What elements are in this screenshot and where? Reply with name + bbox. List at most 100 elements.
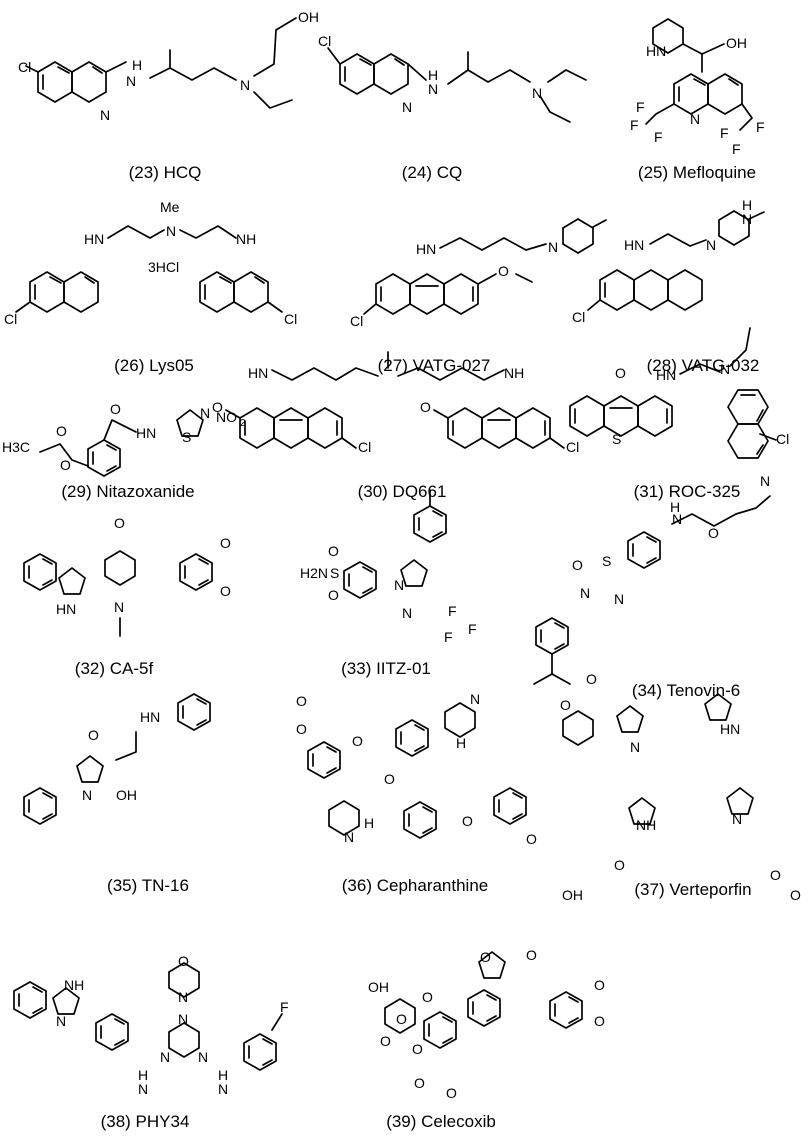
structure-32-ca-5f: HN O N O O [23,515,231,637]
amine-label: HN [248,365,268,381]
fluorine-label: F [444,629,453,645]
methoxy-o-label: O [220,583,231,599]
structure-33-iitz-01: H2N S O O N N F F F [300,489,477,645]
fluorine-label: F [468,621,477,637]
structure-38-phy34: NH N N N N O N H N H N F [13,953,289,1097]
amine-n-label: N [126,73,136,89]
amine-n-label: N [742,211,752,227]
caption-39: (39) Celecoxib [386,1112,496,1131]
triazine-n-label: N [160,1049,170,1065]
caption-24: (24) CQ [401,163,463,182]
fluorine-label: F [636,99,645,115]
triazine-n-label: N [178,1011,188,1027]
nitro-subscript: 2 [240,418,246,429]
triazine-n-label: N [198,1049,208,1065]
porphyrin-nh-label: HN [720,721,740,737]
amine-h-label: H [428,67,438,83]
caption-29: (29) Nitazoxanide [61,482,195,501]
structure-37-verteporfin: N HN N NH O O O OH O O [560,671,801,903]
ether-o-label: O [384,771,395,787]
sulfonamide-nh2-label: H2N [300,565,328,581]
nitrogen-label: N [100,107,110,123]
piperidinone-n-label: N [114,599,124,615]
amine-h-label: H [218,1067,228,1083]
fluorine-label: F [720,125,729,141]
structure-31-roc-325: O S HN N H N Cl [569,197,789,459]
methoxy-o-label: O [352,733,363,749]
lactone-o-label: O [480,949,491,965]
structure-30-dq661: HN NH O O Cl Cl [212,351,579,455]
structure-28-vatg-032: HN N Cl [572,210,765,325]
caption-38: (38) PHY34 [100,1112,190,1131]
caption-31: (31) ROC-325 [633,482,741,501]
chlorine-label: Cl [350,313,363,329]
fluorine-label: F [654,129,663,145]
methoxy-o-label: O [498,263,509,279]
caption-34: (34) Tenovin-6 [631,681,741,700]
porphyrin-n-label: N [732,811,742,827]
structure-35-tn-16: O N OH HN [23,693,211,825]
methylamine-n-label: N [720,361,730,377]
amide-h-label: H [670,499,680,515]
ketone-o-label: O [615,365,626,381]
amine-h-label: H [132,57,142,73]
fluorine-label: F [732,141,741,157]
indole-nh-label: HN [56,601,76,617]
fluorine-label: F [756,119,765,135]
sulfonyl-o-label: O [328,587,339,603]
carbonyl-o-label: O [572,557,583,573]
thiazole-n-label: N [200,405,210,421]
acid-o-label: O [614,857,625,873]
chlorine-label: Cl [18,59,31,75]
amine-n-label: N [428,81,438,97]
caption-25: (25) Mefloquine [637,163,757,182]
ketone-o-label: O [114,515,125,531]
methoxy-o-label: O [526,831,537,847]
amine-label: HN [656,367,676,383]
dioxole-o-label: O [296,693,307,709]
amine-label: HN [624,237,644,253]
amine-h-label: H [138,1067,148,1083]
ester-o-label: O [560,697,571,713]
caption-35: (35) TN-16 [107,876,189,895]
amine-h-label: H [742,197,752,213]
ester-o-label: O [770,867,781,883]
caption-32: (32) CA-5f [74,659,154,678]
hydroxyl-label: OH [116,787,137,803]
caption-37: (37) Verteporfin [634,880,752,899]
amine-label: HN [416,241,436,257]
caption-28: (28) VATG-032 [646,356,760,375]
structure-34-tenovin-6: O N H N S N N O [533,473,771,685]
chlorine-label: Cl [318,33,331,49]
caption-36: (36) Cepharanthine [341,876,489,895]
caption-27: (27) VATG-027 [377,356,491,375]
acetonide-o-label: O [380,1033,391,1049]
structure-26-lys05: Me N HN NH 3HCl Cl Cl [4,199,297,327]
carbonyl-o-label: O [110,401,121,417]
piperidine-nh-label: HN [646,43,666,59]
amine-label: NH [236,231,256,247]
structure-27-vatg-027: HN N O Cl [350,218,607,329]
pyrrolinone-n-label: N [82,787,92,803]
isoquinoline-n-label: N [344,829,354,845]
chlorine-label: Cl [566,439,579,455]
acetyl-o-label: O [56,423,67,439]
chlorine-label: Cl [4,311,17,327]
hydroxyl-label: OH [726,35,747,51]
sulfonyl-s-label: S [330,565,339,581]
thiourea-s-label: S [602,553,611,569]
ester-o-label: O [790,887,801,903]
amine-label: NH [504,365,524,381]
amide-nh-label: HN [136,425,156,441]
fluorine-label: F [630,117,639,133]
chlorine-label: Cl [572,309,585,325]
quinoline-n-label: N [690,111,700,127]
hydroxyl-label: OH [298,9,319,25]
structure-29-nitazoxanide: O HN S N NO 2 O H3C O [2,401,246,477]
central-n-label: N [166,223,176,239]
dioxole-o-label: O [296,721,307,737]
structure-39-celecoxib: OH O O O O O O O O O O [368,947,605,1101]
piperazine-n-label: N [548,239,558,255]
thioxanthone-s-label: S [612,431,621,447]
structure-24-cq: Cl N H N N [318,33,587,123]
